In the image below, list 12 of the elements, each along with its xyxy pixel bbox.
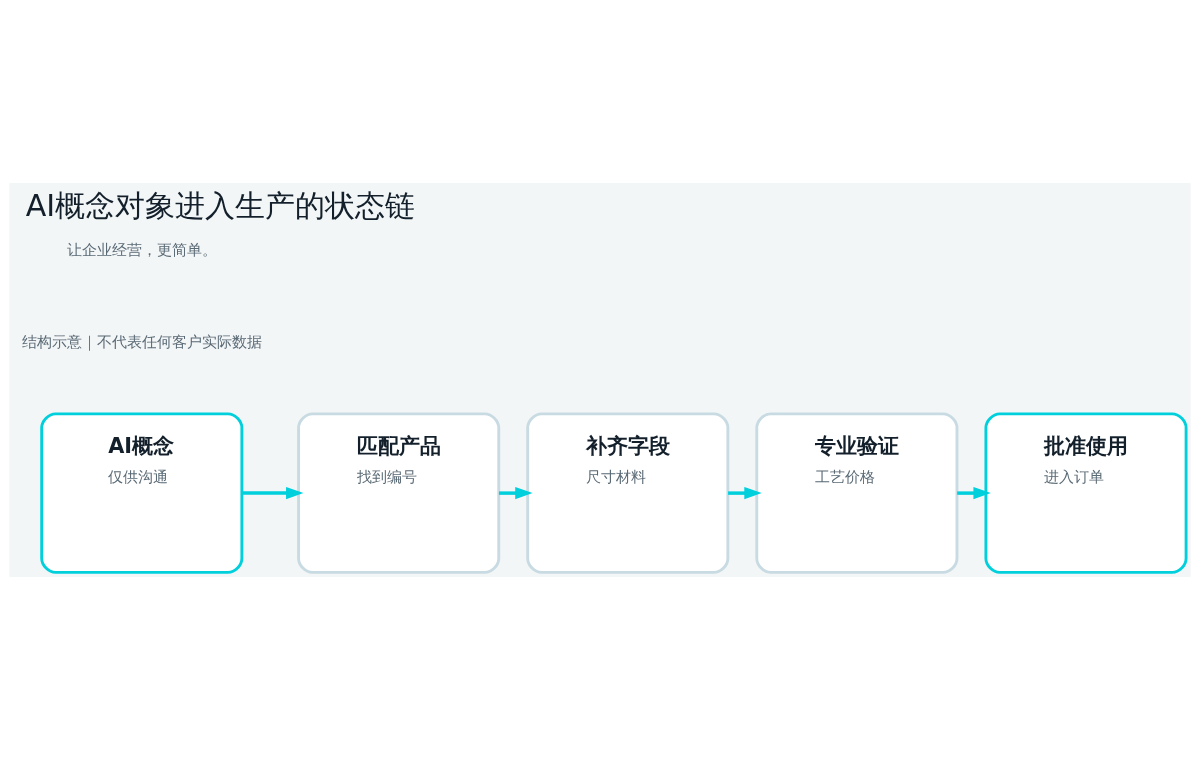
node-box: 批准使用 进入订单 xyxy=(984,412,1188,574)
node-box: AI概念 仅供沟通 xyxy=(40,412,244,574)
node-box: 补齐字段 尺寸材料 xyxy=(526,412,730,574)
arrow xyxy=(728,487,762,500)
diagram-title: AI概念对象进入生产的状态链 xyxy=(25,188,416,224)
arrow xyxy=(957,487,991,500)
label: 让企业经营，更简单。 xyxy=(66,241,217,260)
arrow xyxy=(498,487,533,500)
arrow xyxy=(242,487,304,500)
node-box: 专业验证 工艺价格 xyxy=(755,412,959,574)
label: 结构示意｜不代表任何客户实际数据 xyxy=(21,332,262,351)
node-box: 匹配产品 找到编号 xyxy=(297,412,501,574)
